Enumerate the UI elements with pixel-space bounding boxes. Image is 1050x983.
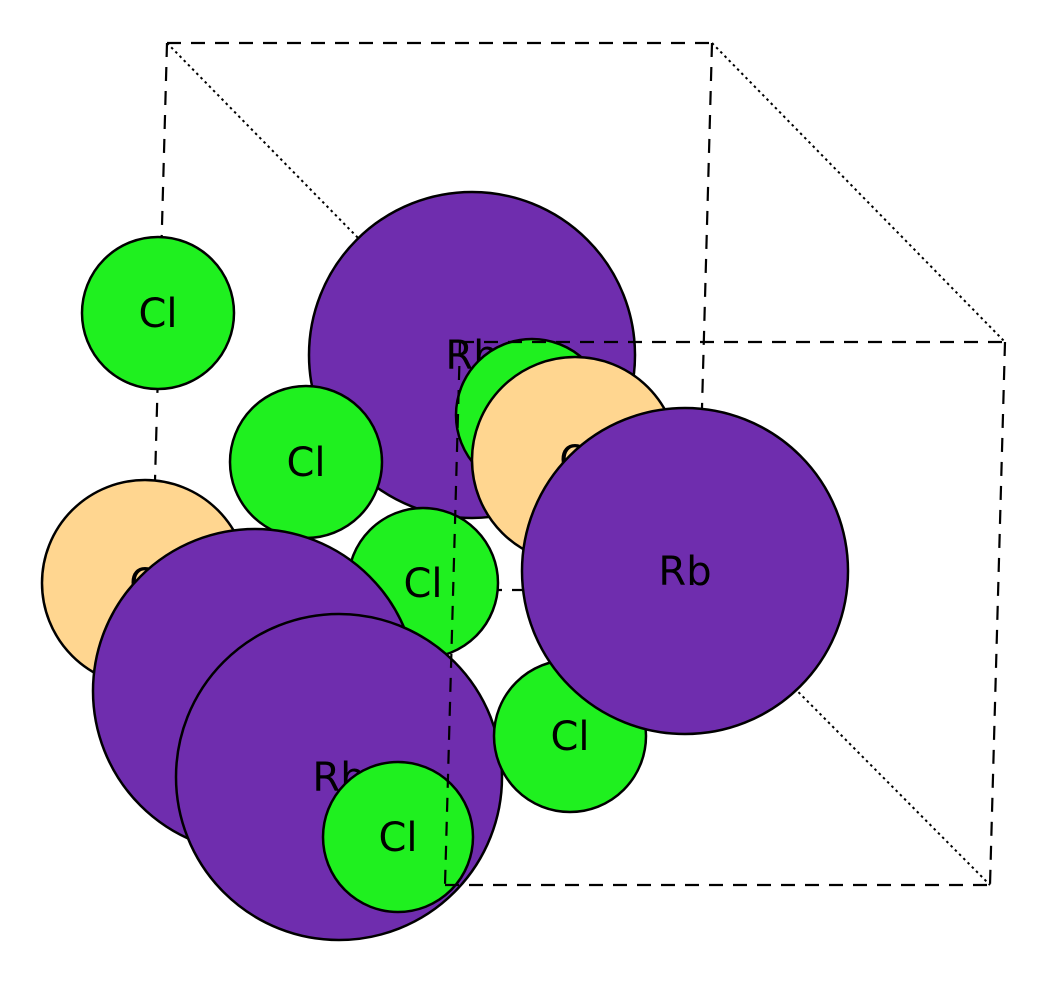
atom-cl-upper-left: Cl — [80, 235, 236, 391]
cell-edge-left-front — [443, 341, 462, 886]
atoms: Cl Cl O Cl Rb Rb — [40, 190, 850, 942]
rb-atom-label: Rb — [658, 549, 711, 595]
atom-cl-bottom: Cl — [321, 760, 475, 914]
cl-atom-label: Cl — [403, 561, 442, 607]
cl-atom-label: Cl — [138, 291, 177, 337]
cl-atom-circle — [321, 760, 475, 914]
atom-rb-lower-left-front: Rb — [174, 612, 504, 942]
cell-diagonal-top-right — [711, 42, 1006, 343]
atom-rb-right: Rb — [520, 406, 850, 736]
cell-edge-right-front — [988, 341, 1007, 886]
cl-atom-circle — [80, 235, 236, 391]
atom-cl-mid-left: Cl — [228, 384, 384, 540]
cl-atom-label: Cl — [378, 815, 417, 861]
cl-atom-label: Cl — [286, 440, 325, 486]
rb-atom-circle — [520, 406, 850, 736]
unit-cell-front-face — [443, 340, 1007, 887]
cl-atom-label: Cl — [550, 714, 589, 760]
